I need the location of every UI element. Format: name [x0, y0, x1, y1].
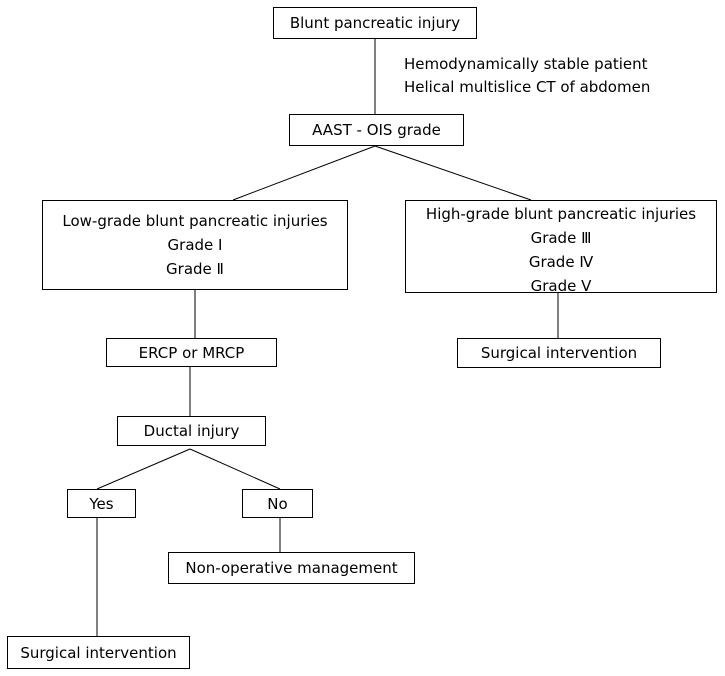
connector-aast-high — [374, 145, 532, 201]
ductal-injury-node: Ductal injury — [117, 416, 266, 446]
root-node-label: Blunt pancreatic injury — [289, 14, 461, 32]
surgical-intervention-high-node: Surgical intervention — [457, 338, 661, 368]
surgical-intervention-high-label: Surgical intervention — [480, 344, 638, 362]
low-grade-title: Low-grade blunt pancreatic injuries — [62, 212, 328, 230]
yes-label: Yes — [89, 494, 114, 513]
connector-aast-low — [232, 145, 376, 201]
low-grade-node: Low-grade blunt pancreatic injuries Grad… — [42, 200, 348, 290]
ercp-mrcp-label: ERCP or MRCP — [138, 343, 245, 362]
high-grade-grade-5: Grade Ⅴ — [530, 277, 592, 295]
connector-ductal-no — [189, 448, 281, 490]
high-grade-title: High-grade blunt pancreatic injuries — [425, 205, 697, 223]
high-grade-node: High-grade blunt pancreatic injuries Gra… — [405, 200, 717, 295]
no-node: No — [242, 489, 313, 518]
no-label: No — [267, 494, 288, 513]
surgical-intervention-yes-label: Surgical intervention — [20, 643, 177, 662]
assessment-line-2: Helical multislice CT of abdomen — [404, 78, 651, 96]
non-operative-management-label: Non-operative management — [185, 559, 398, 577]
yes-node: Yes — [67, 489, 136, 518]
aast-grade-label: AAST - OIS grade — [312, 121, 441, 139]
surgical-intervention-yes-node: Surgical intervention — [7, 636, 190, 669]
aast-grade-node: AAST - OIS grade — [289, 114, 464, 146]
high-grade-grade-4: Grade Ⅳ — [528, 253, 594, 271]
root-node: Blunt pancreatic injury — [273, 7, 477, 39]
low-grade-grade-2: Grade Ⅱ — [166, 260, 224, 278]
high-grade-grade-3: Grade Ⅲ — [530, 229, 592, 247]
assessment-line-1: Hemodynamically stable patient — [404, 55, 648, 73]
non-operative-management-node: Non-operative management — [168, 552, 415, 584]
ercp-mrcp-node: ERCP or MRCP — [106, 338, 277, 367]
ductal-injury-label: Ductal injury — [143, 422, 240, 440]
assessment-note: Hemodynamically stable patient Helical m… — [404, 53, 650, 99]
low-grade-grade-1: Grade Ⅰ — [167, 236, 223, 254]
connector-ductal-yes — [96, 448, 191, 490]
